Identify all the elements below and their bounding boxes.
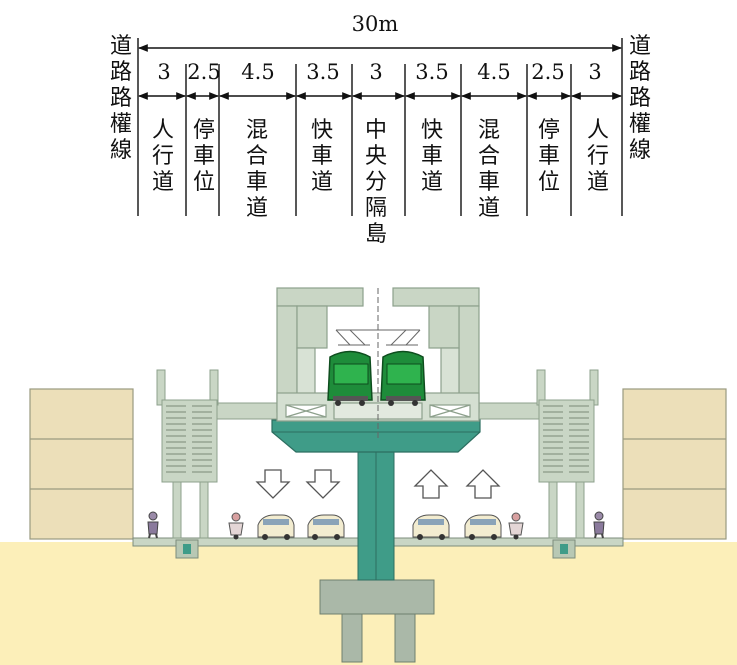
down-arrow [305,469,341,499]
total-width-label: 30m [351,12,399,36]
segment-width-label: 2.5 [531,60,565,84]
pedestrian [593,511,605,539]
car [307,514,345,540]
segment-width-label: 2.5 [187,60,221,84]
segment-name-label: 快車道 [420,118,443,195]
segment-name-label: 人行道 [151,118,174,195]
segment-width-label: 3 [369,60,383,84]
left-escalator-tower [156,369,219,539]
right-building [622,388,727,540]
segment-name-label: 停車位 [537,118,560,195]
left-building [29,388,134,540]
motorcyclist [228,512,244,540]
segment-width-label: 3.5 [306,60,340,84]
left-row-line-label: 道路路權線 [109,34,132,163]
segment-name-label: 停車位 [192,118,215,195]
tram-left [327,350,373,406]
right-row-line-label: 道路路權線 [628,34,651,163]
pier-cap [271,419,481,453]
right-escalator-tower [536,369,599,539]
traffic-arrows [255,469,501,499]
segment-name-label: 人行道 [586,118,609,195]
catenary [335,288,421,440]
car [464,514,502,540]
dimension-lines [137,38,623,216]
segment-name-label: 混合車道 [477,118,500,221]
segment-width-label: 4.5 [241,60,275,84]
segment-width-label: 3 [157,60,171,84]
up-arrow [413,469,449,499]
segment-width-label: 3 [588,60,602,84]
segment-name-label: 中央分隔島 [364,118,387,247]
tram-right [380,350,426,406]
segment-name-label: 混合車道 [245,118,268,221]
segment-name-label: 快車道 [310,118,333,195]
motorcyclist [508,512,524,540]
segment-width-label: 4.5 [477,60,511,84]
segment-width-label: 3.5 [415,60,449,84]
pier-foundation [319,579,435,663]
car [257,514,295,540]
car [412,514,450,540]
down-arrow [255,469,291,499]
up-arrow [465,469,501,499]
pedestrian [147,511,159,539]
